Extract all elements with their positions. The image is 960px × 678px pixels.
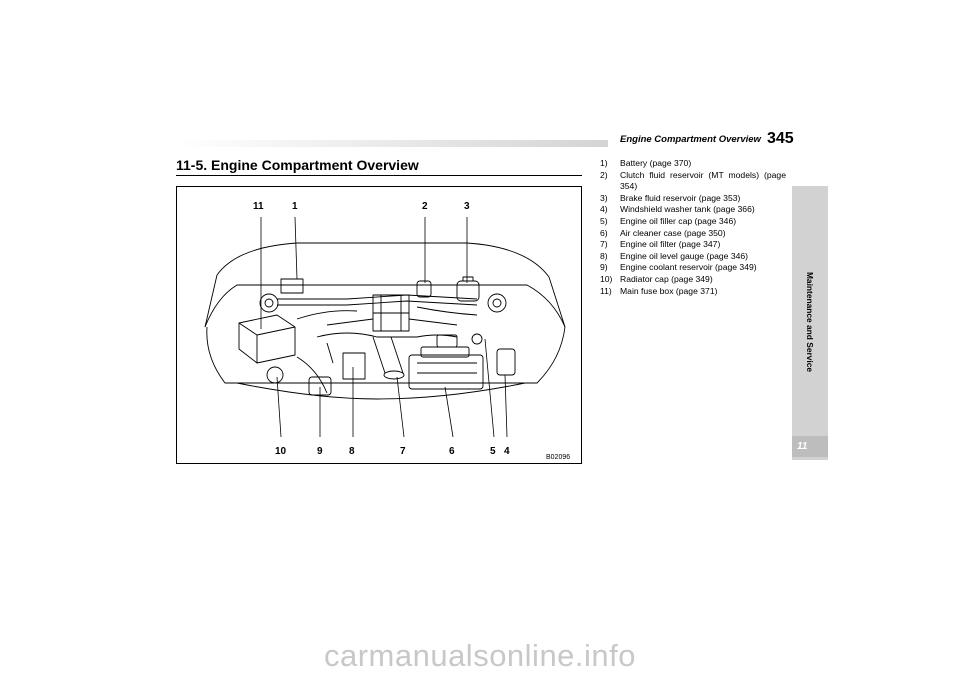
section-title: 11-5. Engine Compartment Overview <box>176 157 419 173</box>
figure-id: B02096 <box>546 454 571 461</box>
list-item: 10)Radiator cap (page 349) <box>600 273 713 284</box>
callout-1: 1 <box>292 201 298 212</box>
list-item: 9)Engine coolant reservoir (page 349) <box>600 262 757 273</box>
list-item: 6)Air cleaner case (page 350) <box>600 227 726 238</box>
running-title: Engine Compartment Overview <box>620 134 761 145</box>
callout-6: 6 <box>449 446 455 457</box>
list-item: 1)Battery (page 370) <box>600 158 692 168</box>
list-item: 2)Clutch fluid reservoir (MT models) (pa… <box>600 169 786 192</box>
parts-list: 1)Battery (page 370) 2)Clutch fluid rese… <box>600 158 786 297</box>
title-rule <box>176 175 582 176</box>
callout-4: 4 <box>504 446 510 457</box>
engine-figure: 11 1 2 3 10 9 8 7 6 5 4 <box>176 186 582 464</box>
list-item: 5)Engine oil filler cap (page 346) <box>600 215 737 226</box>
list-item: 7)Engine oil filter (page 347) <box>600 239 721 250</box>
list-item: 3)Brake fluid reservoir (page 353) <box>600 192 741 203</box>
chapter-tab-label: Maintenance and Service <box>805 271 815 373</box>
chapter-number-badge: 11 <box>792 436 828 457</box>
chapter-side-tab <box>792 186 828 460</box>
engine-illustration <box>204 216 566 438</box>
page-number: 345 <box>767 130 794 147</box>
callout-3: 3 <box>464 201 470 212</box>
callout-11: 11 <box>253 201 264 212</box>
list-item: 11)Main fuse box (page 371) <box>600 285 718 296</box>
header-bar <box>176 140 608 147</box>
callout-7: 7 <box>400 446 406 457</box>
callout-2: 2 <box>422 201 428 212</box>
list-item: 4)Windshield washer tank (page 366) <box>600 204 755 215</box>
callout-10: 10 <box>275 446 287 457</box>
callout-8: 8 <box>349 446 355 457</box>
watermark: carmanualsonline.info <box>323 638 637 673</box>
callout-9: 9 <box>317 446 323 457</box>
list-item: 8)Engine oil level gauge (page 346) <box>600 250 749 261</box>
callout-5: 5 <box>490 446 496 457</box>
